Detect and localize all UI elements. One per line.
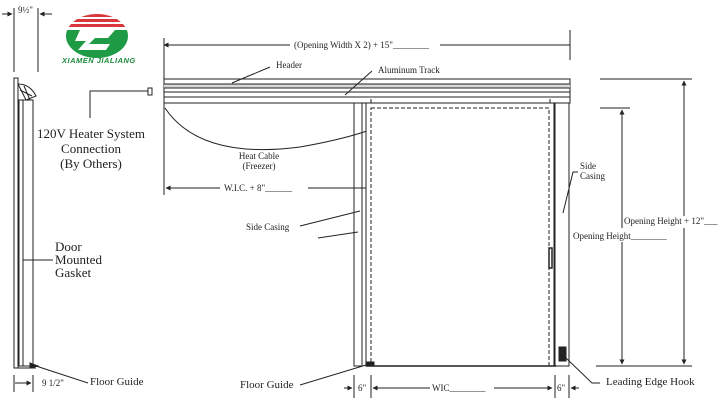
side-elevation	[2, 8, 89, 392]
door-panel	[299, 99, 600, 386]
wic-plus-8-label: W.I.C. + 8"______	[224, 183, 293, 193]
door-gasket-label: Door Mounted Gasket	[55, 239, 102, 280]
heat-cable	[164, 107, 368, 191]
header-track	[163, 30, 571, 195]
opening-height-plus-12-label: Opening Height + 12"___	[624, 216, 718, 226]
header-label: Header	[276, 60, 302, 70]
leading-edge-hook-label: Leading Edge Hook	[606, 376, 695, 388]
wic-label: WIC________	[432, 383, 486, 393]
height-dimensions	[596, 78, 692, 367]
aluminum-track-label: Aluminum Track	[378, 65, 440, 75]
heat-cable-line2: (Freezer)	[242, 161, 276, 171]
six-inch-right-label: 6"	[557, 383, 566, 393]
heater-label-line3: (By Others)	[60, 156, 122, 171]
heater-connection	[89, 87, 153, 118]
bottom-gap-label: 9 1/2"	[42, 378, 64, 388]
heater-connection-label: 120V Heater System Connection (By Others…	[36, 126, 146, 171]
heater-label-line1: 120V Heater System	[36, 126, 146, 141]
opening-height-label: Opening Height________	[573, 231, 667, 241]
company-name: XIAMEN JIALIANG	[62, 56, 136, 65]
heater-label-line2: Connection	[61, 141, 121, 156]
side-casing-left-label: Side Casing	[246, 222, 290, 232]
opening-width-label: (Opening Width X 2) + 15"________	[294, 40, 429, 50]
heat-cable-label: Heat Cable (Freezer)	[228, 151, 290, 171]
top-gap-label: 9½"	[18, 5, 33, 15]
floor-guide-left-label: Floor Guide	[90, 376, 144, 388]
six-inch-left-label: 6"	[358, 383, 367, 393]
side-casing-right-label: Side Casing	[580, 161, 606, 181]
floor-guide-center-label: Floor Guide	[240, 379, 294, 391]
heat-cable-line1: Heat Cable	[238, 151, 280, 161]
side-casings	[299, 102, 578, 367]
company-logo-icon	[66, 14, 128, 58]
bottom-dimensions	[344, 375, 579, 398]
